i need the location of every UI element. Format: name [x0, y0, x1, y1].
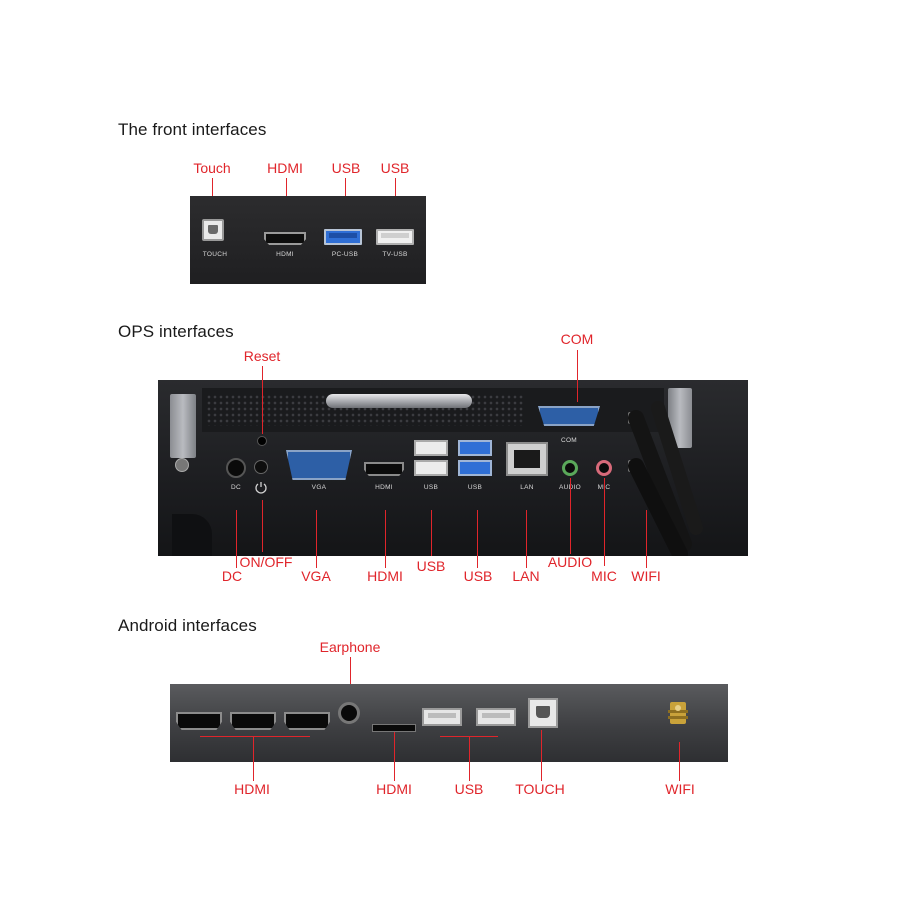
front-caption-hdmi: HDMI — [276, 251, 294, 258]
android-lead-usb — [469, 737, 470, 781]
ops-caption-mic: MIC — [598, 484, 611, 492]
android-earphone-jack — [338, 702, 360, 724]
ops-lead-mic — [604, 478, 605, 566]
android-mini-hdmi-port — [372, 724, 416, 732]
front-caption-pc-usb: PC-USB — [331, 251, 359, 258]
ops-com-port — [538, 406, 600, 426]
ops-usb3-port-bottom — [458, 460, 492, 476]
front-panel: TOUCH HDMI PC-USB TV-USB — [190, 196, 426, 284]
ops-hdmi-port — [364, 462, 404, 476]
ops-label-vga: VGA — [301, 568, 331, 584]
front-caption-tv-usb: TV-USB — [382, 251, 408, 258]
ops-label-audio: AUDIO — [547, 554, 593, 570]
front-tv-usb-port — [376, 229, 414, 245]
ops-dc-jack — [226, 458, 246, 478]
ops-label-lan: LAN — [512, 568, 540, 584]
ops-bracket-screw — [175, 458, 189, 472]
ops-lead-com — [577, 350, 578, 402]
ops-label-com: COM — [560, 331, 594, 347]
ops-lead-hdmi — [385, 510, 386, 568]
ops-caption-usb-2: USB — [467, 484, 483, 491]
ops-caption-dc: DC — [231, 484, 241, 491]
ops-lead-vga — [316, 510, 317, 568]
ops-caption-usb-1: USB — [423, 484, 439, 491]
ops-lead-reset — [262, 366, 263, 434]
ops-vga-port — [286, 450, 352, 480]
ops-lead-dc — [236, 510, 237, 568]
android-lead-hdmi-2 — [394, 732, 395, 781]
ops-lead-onoff — [262, 500, 263, 552]
ops-caption-hdmi: HDMI — [375, 484, 393, 491]
android-label-hdmi-1: HDMI — [234, 781, 270, 797]
ops-usb2-port-top — [414, 440, 448, 456]
android-lead-wifi — [679, 742, 680, 781]
ops-left-bracket — [170, 394, 196, 458]
android-label-wifi: WIFI — [665, 781, 695, 797]
android-hdmi-port-3 — [284, 712, 330, 730]
ops-label-hdmi: HDMI — [367, 568, 403, 584]
ops-panel: COM DC VGA HDMI USB USB LAN AUDIO MIC — [158, 380, 748, 556]
front-pc-usb-port — [324, 229, 362, 245]
ops-usb3-port-top — [458, 440, 492, 456]
android-usb-port-2 — [476, 708, 516, 726]
android-label-earphone: Earphone — [319, 639, 381, 655]
front-caption-touch: TOUCH — [202, 251, 228, 258]
android-label-usb: USB — [454, 781, 484, 797]
android-touch-port — [528, 698, 558, 728]
ops-foot-left — [172, 514, 212, 556]
android-hdmi-bracket — [200, 736, 310, 737]
android-interfaces-title: Android interfaces — [118, 616, 257, 635]
ops-label-usb-1: USB — [416, 558, 446, 574]
power-icon — [255, 482, 267, 494]
ops-caption-vga: VGA — [311, 484, 327, 491]
ops-label-wifi: WIFI — [631, 568, 661, 584]
ops-label-onoff: ON/OFF — [239, 554, 293, 570]
android-usb-port-1 — [422, 708, 462, 726]
front-hdmi-port — [264, 232, 306, 245]
android-hdmi-port-1 — [176, 712, 222, 730]
front-label-usb-2: USB — [380, 160, 410, 176]
android-usb-bracket — [440, 736, 498, 737]
ops-caption-audio: AUDIO — [559, 484, 581, 492]
front-label-usb-1: USB — [331, 160, 361, 176]
ops-lead-audio — [570, 478, 571, 554]
front-label-hdmi: HDMI — [267, 160, 303, 176]
ops-lead-lan — [526, 510, 527, 568]
android-label-hdmi-2: HDMI — [376, 781, 412, 797]
ops-caption-lan: LAN — [520, 484, 534, 491]
front-interfaces-title: The front interfaces — [118, 120, 267, 139]
ops-label-dc: DC — [221, 568, 243, 584]
ops-wifi-antennas — [628, 401, 703, 556]
ops-power-button — [254, 460, 268, 474]
ops-lead-usb-2 — [477, 510, 478, 568]
android-label-touch: TOUCH — [515, 781, 565, 797]
front-label-touch: Touch — [193, 160, 231, 176]
ops-lan-port — [506, 442, 548, 476]
android-panel — [170, 684, 728, 762]
ops-lead-wifi — [646, 510, 647, 568]
ops-usb2-port-bottom — [414, 460, 448, 476]
ops-audio-jack — [562, 460, 578, 476]
ops-label-usb-2: USB — [463, 568, 493, 584]
ops-label-reset: Reset — [243, 348, 281, 364]
ops-handle — [326, 394, 472, 408]
ops-label-mic: MIC — [591, 568, 617, 584]
android-lead-touch — [541, 730, 542, 781]
android-lead-earphone — [350, 657, 351, 697]
ops-reset-pinhole — [257, 436, 267, 446]
android-wifi-connector — [668, 702, 688, 724]
front-touch-port — [202, 219, 224, 241]
ops-interfaces-title: OPS interfaces — [118, 322, 234, 341]
ops-mic-jack — [596, 460, 612, 476]
ops-lead-usb-1 — [431, 510, 432, 556]
ops-caption-com: COM — [560, 437, 578, 444]
android-lead-hdmi-1 — [253, 737, 254, 781]
android-hdmi-port-2 — [230, 712, 276, 730]
